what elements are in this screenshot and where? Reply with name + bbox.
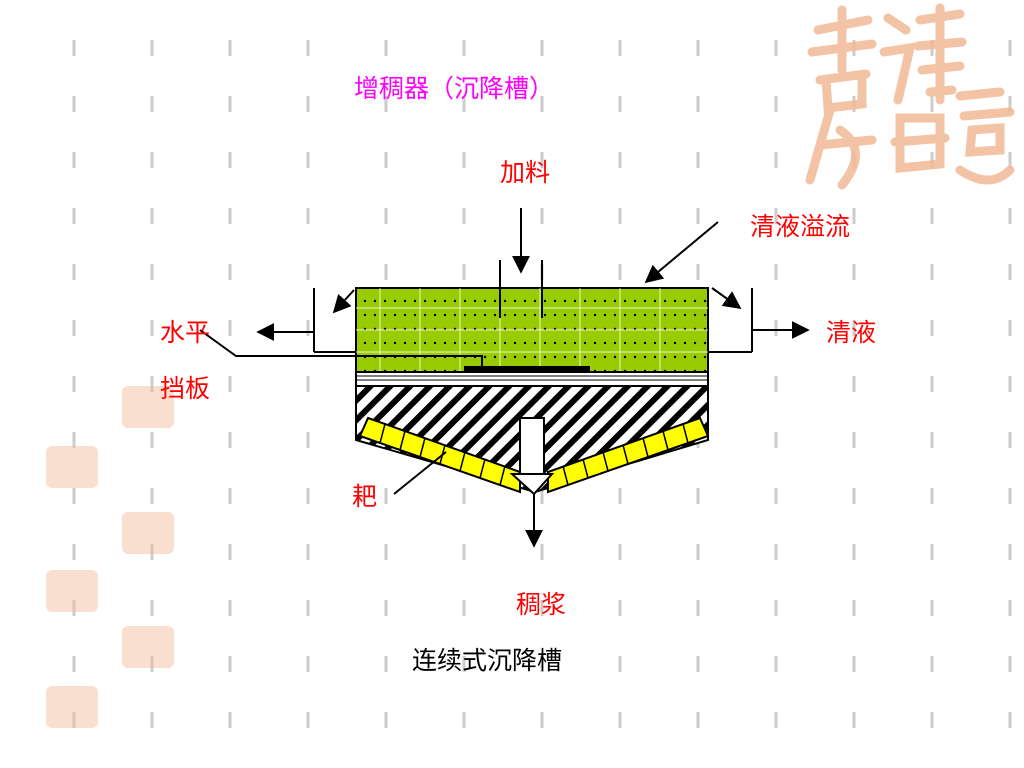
seal-stamp-3 bbox=[122, 512, 174, 554]
right-overflow-arrow bbox=[711, 287, 742, 310]
seal-stamp-2 bbox=[46, 446, 98, 488]
feed-label: 加料 bbox=[500, 158, 551, 187]
diagram-title: 增稠器（沉降槽） bbox=[354, 74, 555, 103]
discharge-cone bbox=[509, 473, 555, 496]
seal-stamp-1 bbox=[122, 386, 174, 428]
rake-right bbox=[547, 416, 710, 494]
clear-liquid-label: 清液 bbox=[826, 318, 877, 347]
rake-leader bbox=[393, 451, 447, 495]
rake-left bbox=[358, 416, 521, 494]
seal-stamp-5 bbox=[122, 626, 174, 668]
seal-stamp-6 bbox=[46, 686, 98, 728]
overflow-label: 清液溢流 bbox=[750, 212, 851, 241]
baffle-label-line1: 水平 bbox=[160, 318, 211, 347]
diagram-caption: 连续式沉降槽 bbox=[412, 646, 563, 675]
left-overflow-arrow bbox=[332, 289, 355, 314]
thick-slurry-label: 稠浆 bbox=[516, 590, 567, 619]
central-shaft bbox=[519, 417, 545, 479]
seal-stamp-4 bbox=[46, 570, 98, 612]
separation-layer bbox=[355, 371, 709, 387]
baffle-leader bbox=[199, 329, 483, 366]
rake-label: 耙 bbox=[352, 482, 378, 511]
horizontal-baffle bbox=[464, 366, 590, 372]
overflow-arrow bbox=[644, 221, 719, 284]
baffle-label-line2: 挡板 bbox=[160, 374, 211, 403]
